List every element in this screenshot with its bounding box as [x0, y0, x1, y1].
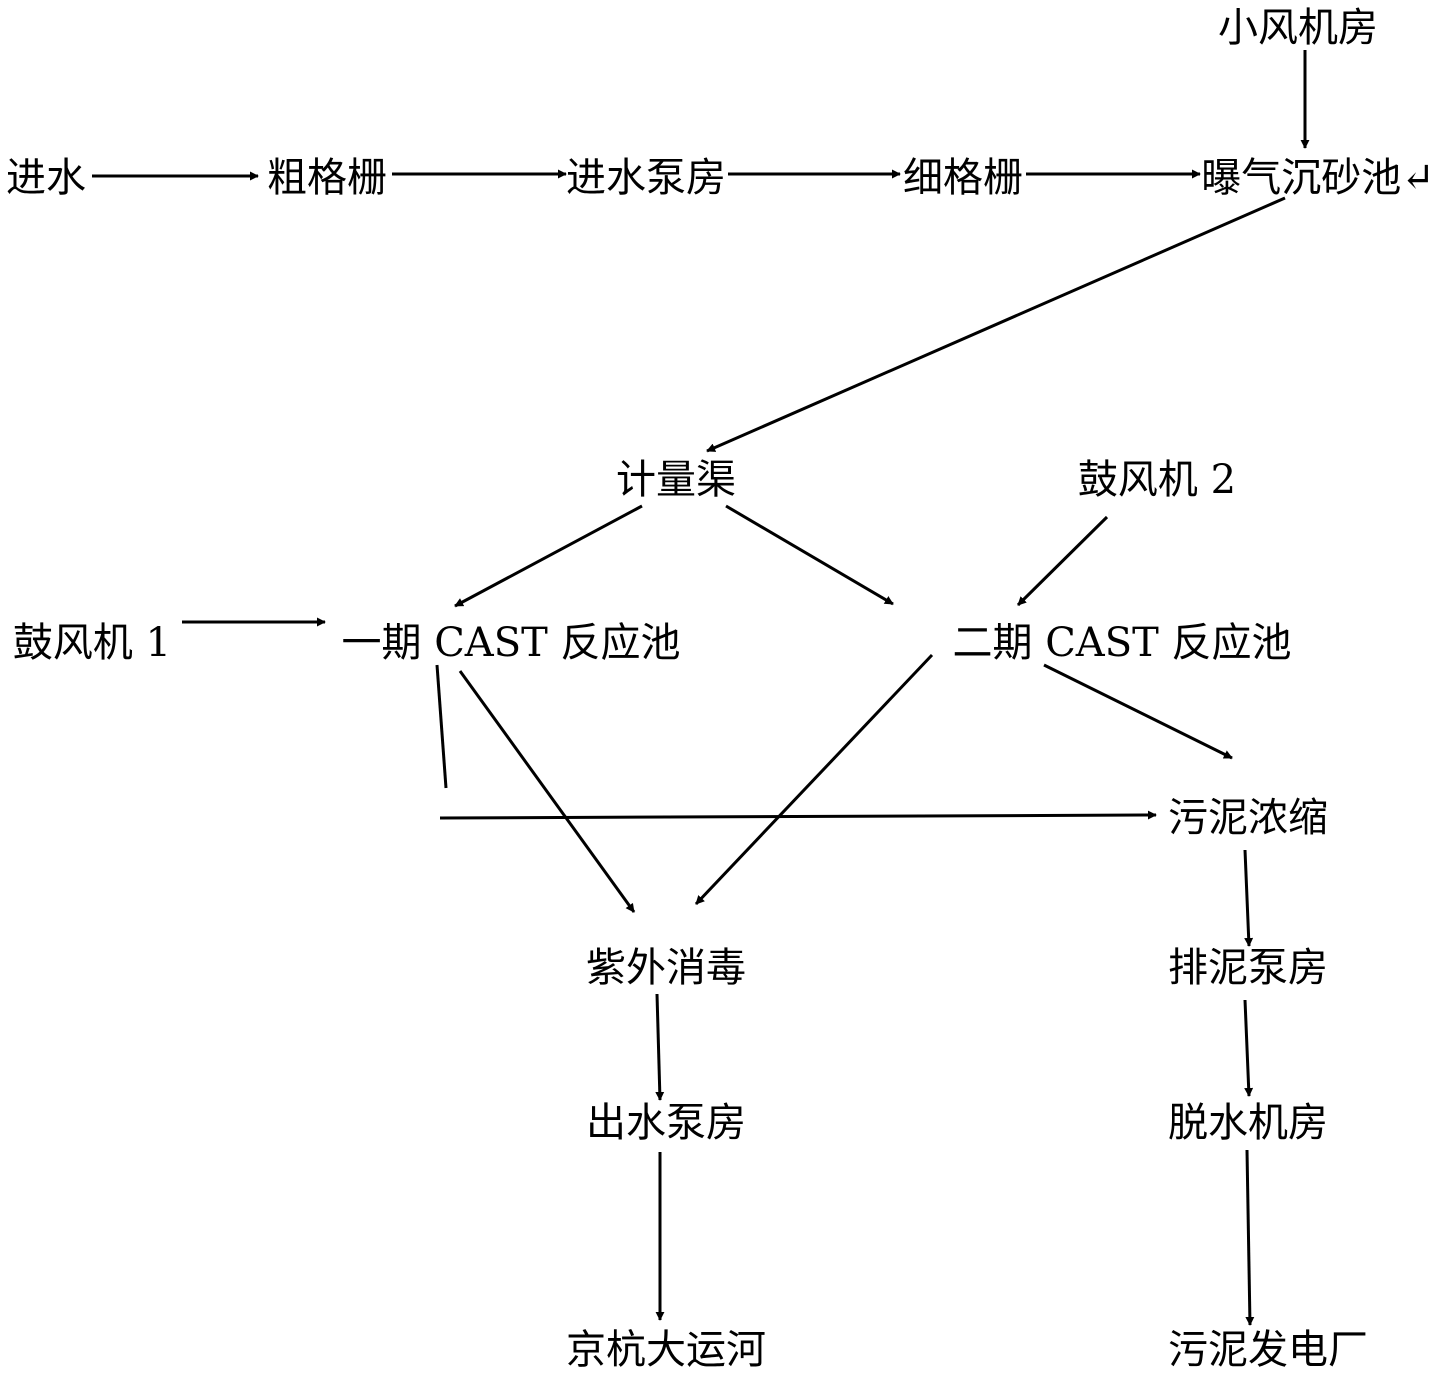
node-grand-canal: 京杭大运河: [566, 1327, 766, 1373]
connector-sludge-thickening-to-sludge-pump-house: [1243, 849, 1254, 947]
node-uv-disinfection: 紫外消毒: [586, 945, 746, 991]
node-inlet: 进水: [6, 155, 86, 201]
node-blower-2: 鼓风机 2: [1077, 457, 1237, 503]
node-blower-1: 鼓风机 1: [12, 620, 172, 666]
node-cast-phase2: 二期 CAST 反应池: [952, 620, 1292, 666]
connector-cast-phase1-to-uv-disinfection: [458, 670, 636, 913]
node-sludge-power-plant: 污泥发电厂: [1168, 1327, 1368, 1373]
node-dewatering-house: 脱水机房: [1168, 1100, 1328, 1146]
connector-metering-channel-to-cast-phase2: [725, 504, 894, 606]
connector-cast-phase1-to-sludge-thickening: [439, 810, 1157, 820]
connector-sludge-pump-house-to-dewatering-house: [1243, 999, 1254, 1097]
connector-blower-2-to-cast-phase2: [1016, 515, 1109, 607]
connector-cast-phase2-to-sludge-thickening: [1043, 663, 1233, 760]
node-sludge-thickening: 污泥浓缩: [1168, 795, 1328, 841]
connector-metering-channel-to-cast-phase1: [454, 504, 643, 608]
node-coarse-screen: 粗格栅: [267, 155, 387, 201]
node-aerated-grit-chamber: 曝气沉砂池↵: [1201, 155, 1435, 201]
connector-uv-disinfection-to-outlet-pump-house: [655, 993, 665, 1101]
node-cast-phase1: 一期 CAST 反应池: [341, 620, 681, 666]
connector-cast-phase2-to-uv-disinfection: [694, 653, 934, 906]
node-metering-channel: 计量渠: [616, 457, 736, 503]
node-fine-screen: 细格栅: [903, 155, 1023, 201]
connector-cast-phase1-to-sludge-thickening: [435, 664, 448, 789]
node-sludge-pump-house: 排泥泵房: [1168, 945, 1328, 991]
node-outlet-pump-house: 出水泵房: [586, 1100, 746, 1146]
connector-dewatering-house-to-sludge-power-plant: [1245, 1149, 1255, 1326]
node-small-blower-house: 小风机房: [1218, 5, 1378, 51]
connector-aerated-grit-chamber-to-metering-channel: [706, 196, 1286, 453]
node-inlet-pump-house: 进水泵房: [566, 155, 726, 201]
